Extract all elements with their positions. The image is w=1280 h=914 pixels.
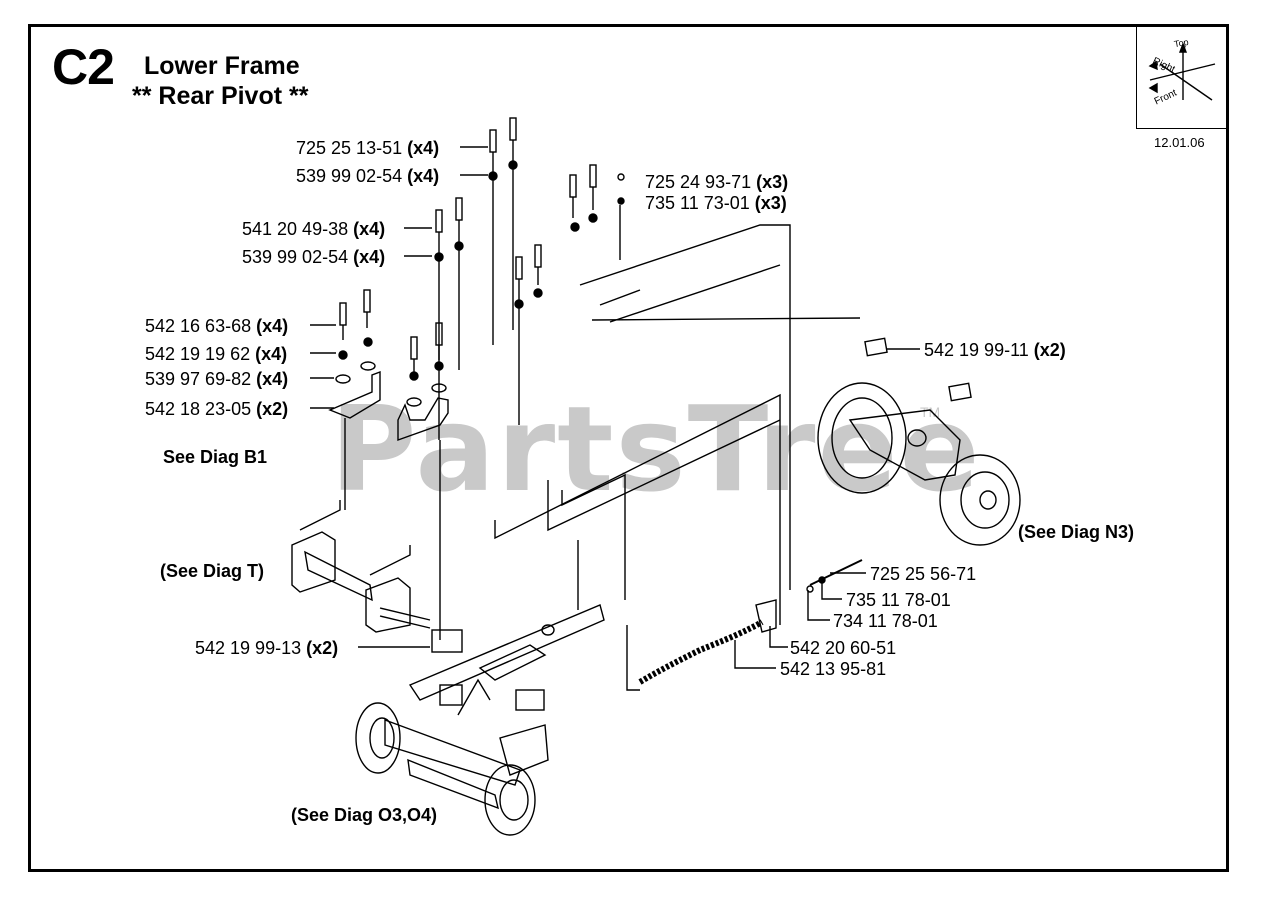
part-label-542-19-19-62[interactable]: 542 19 19 62 (x4) <box>145 344 288 364</box>
part-label-542-16-63-68[interactable]: 542 16 63-68 (x4) <box>145 316 289 336</box>
pivot-brackets <box>328 370 449 640</box>
part-label-539-99-02-54-a[interactable]: 539 99 02-54 (x4) <box>296 166 440 186</box>
part-label-735-11-78-01[interactable]: 735 11 78-01 <box>846 590 951 610</box>
spring-part <box>638 599 777 685</box>
bolt-group-left <box>335 289 447 407</box>
rear-pivot-axle-left <box>291 500 431 633</box>
part-label-734-11-78-01[interactable]: 734 11 78-01 <box>833 611 938 631</box>
diagram-date: 12.01.06 <box>1154 135 1205 150</box>
orientation-box <box>1136 26 1227 129</box>
diagram-frame <box>28 24 1229 872</box>
part-label-539-97-69-82[interactable]: 539 97 69-82 (x4) <box>145 369 289 389</box>
see-diag-b1-link[interactable]: See Diag B1 <box>163 447 268 467</box>
diagram-title: Lower Frame <box>144 52 300 80</box>
part-label-541-20-49-38[interactable]: 541 20 49-38 (x4) <box>242 219 386 239</box>
part-label-542-19-99-11[interactable]: 542 19 99-11 (x2) <box>924 340 1066 360</box>
see-diag-o3-o4-link[interactable]: (See Diag O3,O4) <box>291 805 438 825</box>
front-axle-wheels <box>817 337 1021 546</box>
part-label-542-13-95-81[interactable]: 542 13 95-81 <box>780 659 887 679</box>
leader-lines <box>310 146 920 669</box>
part-label-539-99-02-54-b[interactable]: 539 99 02-54 (x4) <box>242 247 386 267</box>
rear-wheel-assembly <box>355 629 549 836</box>
diagram-subtitle: ** Rear Pivot ** <box>132 82 309 110</box>
part-label-735-11-73-01[interactable]: 735 11 73-01 (x3) <box>645 193 787 213</box>
part-label-542-20-60-51[interactable]: 542 20 60-51 <box>790 638 897 658</box>
diagram-code: C2 <box>52 39 115 95</box>
frame-cylinder <box>408 224 861 701</box>
part-label-725-25-13-51[interactable]: 725 25 13-51 (x4) <box>296 138 440 158</box>
orientation-axes-icon <box>1148 42 1216 101</box>
part-label-725-24-93-71[interactable]: 725 24 93-71 (x3) <box>645 172 789 192</box>
watermark: PartsTree <box>330 380 982 518</box>
bolt-group-top <box>434 117 625 440</box>
see-diag-n3-link[interactable]: (See Diag N3) <box>1018 522 1135 542</box>
part-label-542-19-99-13[interactable]: 542 19 99-13 (x2) <box>195 638 339 658</box>
pin-rod <box>806 559 863 593</box>
part-label-725-25-56-71[interactable]: 725 25 56-71 <box>870 564 977 584</box>
part-label-542-18-23-05[interactable]: 542 18 23-05 (x2) <box>145 399 289 419</box>
see-diag-t-link[interactable]: (See Diag T) <box>160 561 265 581</box>
